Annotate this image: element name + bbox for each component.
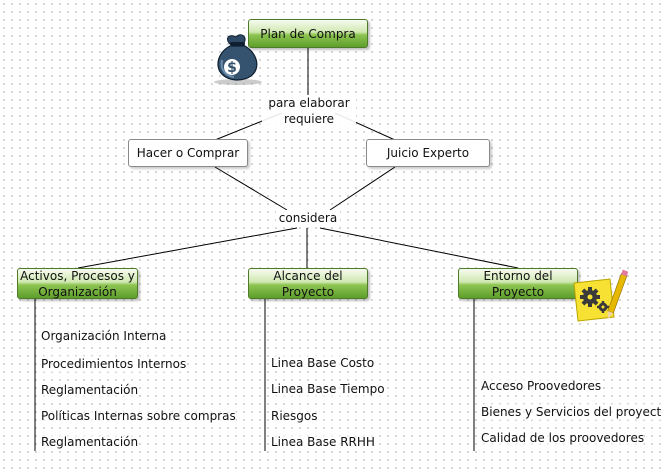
list-item-activos: Procedimientos Internos	[41, 356, 187, 372]
line-considera-to-activos	[77, 227, 298, 269]
list-item-activos: Organización Interna	[41, 328, 167, 344]
line-hacer-to-considera	[214, 166, 288, 211]
node-activos-procesos[interactable]: Activos, Procesos y Organización	[17, 268, 138, 299]
list-item-entorno: Bienes y Servicios del proyecto	[481, 404, 661, 420]
line-juicio-to-considera	[329, 166, 396, 211]
node-plan-de-compra-label: Plan de Compra	[260, 26, 356, 41]
node-plan-de-compra[interactable]: Plan de Compra	[248, 19, 368, 48]
node-activos-procesos-label: Activos, Procesos y Organización	[20, 268, 135, 299]
node-hacer-o-comprar-label: Hacer o Comprar	[136, 146, 240, 160]
list-item-activos: Reglamentación	[41, 434, 139, 450]
node-juicio-experto[interactable]: Juicio Experto	[366, 139, 490, 167]
list-item-alcance: Riesgos	[271, 408, 318, 424]
list-item-activos: Políticas Internas sobre compras	[41, 408, 236, 424]
node-entorno-proyecto[interactable]: Entorno del Proyecto	[458, 268, 578, 299]
line-considera-to-entorno	[319, 227, 519, 269]
link-label-considera: considera	[276, 210, 340, 226]
gears-pencil-icon	[573, 269, 628, 322]
list-item-entorno: Calidad de los proovedores	[481, 430, 645, 446]
node-alcance-proyecto-label: Alcance del Proyecto	[273, 268, 343, 299]
svg-text:$: $	[227, 60, 237, 76]
list-item-alcance: Linea Base RRHH	[271, 434, 375, 450]
node-juicio-experto-label: Juicio Experto	[386, 146, 470, 160]
list-item-alcance: Linea Base Tiempo	[271, 381, 385, 397]
node-entorno-proyecto-label: Entorno del Proyecto	[483, 268, 553, 299]
list-item-alcance: Linea Base Costo	[271, 355, 375, 371]
node-alcance-proyecto[interactable]: Alcance del Proyecto	[248, 268, 368, 299]
list-item-activos: Reglamentación	[41, 382, 139, 398]
link-label-para-elaborar: para elaborar requiere	[262, 95, 356, 127]
node-hacer-o-comprar[interactable]: Hacer o Comprar	[128, 139, 248, 167]
list-item-entorno: Acceso Proovedores	[481, 378, 602, 394]
money-bag-icon: $	[214, 34, 262, 85]
